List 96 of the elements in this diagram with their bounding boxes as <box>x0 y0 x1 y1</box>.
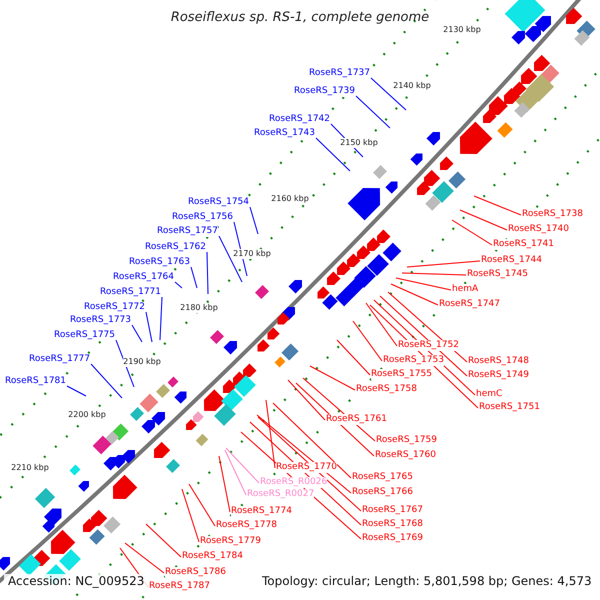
gene-label: RoseRS_1755 <box>371 369 432 380</box>
gene-label: RoseRS_1738 <box>522 209 583 220</box>
leader-line <box>234 222 248 276</box>
gene-label: RoseRS_1768 <box>362 519 423 530</box>
gene-label: RoseRS_1771 <box>100 287 161 298</box>
gene-label: RoseRS_1775 <box>54 330 115 341</box>
leader-line <box>218 236 242 282</box>
leader-line <box>146 312 152 342</box>
gene-label: RoseRS_1751 <box>479 402 540 413</box>
gene-label: RoseRS_R0027 <box>247 489 314 500</box>
scale-label: 2150 kbp <box>340 138 378 148</box>
leader-line <box>310 366 356 390</box>
gene-label: RoseRS_1737 <box>309 68 370 79</box>
leader-line <box>288 380 326 420</box>
scale-label: 2160 kbp <box>271 194 309 204</box>
leader-line <box>402 272 466 276</box>
gene-label: RoseRS_1741 <box>493 239 554 250</box>
gene-label: RoseRS_1774 <box>231 506 292 517</box>
leader-line <box>182 488 200 542</box>
leader-line <box>258 416 362 512</box>
gene-label: RoseRS_1770 <box>276 462 337 473</box>
leader-line <box>366 302 398 346</box>
gene-label: RoseRS_1759 <box>376 435 437 446</box>
gene-label: RoseRS_1756 <box>172 212 233 223</box>
scale-label: 2130 kbp <box>443 25 481 35</box>
gene-label: RoseRS_1767 <box>362 505 423 516</box>
leader-line <box>132 324 142 342</box>
gene-label: RoseRS_1760 <box>375 450 436 461</box>
leader-line <box>188 484 216 526</box>
leader-line <box>396 278 452 290</box>
gene-label: RoseRS_1754 <box>188 197 249 208</box>
gene-label: RoseRS_1784 <box>182 551 243 562</box>
gene-label: hemA <box>452 284 478 295</box>
leader-line <box>352 320 382 362</box>
gene-label: RoseRS_1742 <box>269 114 330 125</box>
gene-label: RoseRS_1753 <box>383 355 444 366</box>
gene-label: RoseRS_1745 <box>467 269 528 280</box>
gene-label: RoseRS_1769 <box>362 533 423 544</box>
leader-line <box>66 386 86 396</box>
gene-label: RoseRS_1763 <box>129 257 190 268</box>
scale-label: 2200 kbp <box>68 410 106 420</box>
gene-label: RoseRS_1787 <box>149 581 210 592</box>
leader-line <box>452 220 492 246</box>
leader-line <box>224 450 246 496</box>
gene-label: RoseRS_1779 <box>200 536 261 547</box>
map-title: Roseiflexus sp. RS-1, complete genome <box>170 10 430 26</box>
scale-label: 2140 kbp <box>393 81 431 91</box>
gene-label: RoseRS_1765 <box>352 472 413 483</box>
gene-label: RoseRS_1773 <box>70 315 131 326</box>
gene-label: RoseRS_1739 <box>294 86 355 97</box>
gene-label: RoseRS_1748 <box>468 356 529 367</box>
leader-line <box>406 260 480 268</box>
gene-label: RoseRS_1757 <box>157 226 218 237</box>
leader-line <box>266 400 276 468</box>
gene-label: RoseRS_1752 <box>398 340 459 351</box>
gene-label: RoseRS_1749 <box>468 370 529 381</box>
leader-line <box>124 542 164 574</box>
leader-line <box>356 96 390 128</box>
leader-line <box>336 340 370 376</box>
leader-line <box>190 266 198 288</box>
leader-line <box>206 252 208 294</box>
gene-label: RoseRS_1761 <box>326 414 387 425</box>
scale-label: 2180 kbp <box>180 303 218 313</box>
leader-line <box>160 296 162 340</box>
gene-label: RoseRS_1781 <box>5 376 66 387</box>
leader-line <box>90 364 122 398</box>
leader-line <box>460 210 508 230</box>
leader-line <box>226 448 260 484</box>
leader-line <box>370 78 406 110</box>
scale-label: 2170 kbp <box>233 249 271 259</box>
leader-line <box>316 138 350 172</box>
gene-label: RoseRS_1744 <box>481 255 542 266</box>
leader-line <box>146 524 182 558</box>
leader-line <box>380 296 468 376</box>
gene-label: RoseRS_1762 <box>145 242 206 253</box>
leader-line <box>474 196 522 216</box>
scale-label: 2210 kbp <box>11 463 49 473</box>
footer-text: Accession: NC_009523 <box>4 574 148 589</box>
leader-line <box>218 456 230 512</box>
gene-label: RoseRS_1786 <box>165 567 226 578</box>
leader-line <box>296 382 374 456</box>
gene-label: RoseRS_1743 <box>254 128 315 139</box>
gene-label: RoseRS_1740 <box>508 224 569 235</box>
gene-label: RoseRS_1778 <box>216 520 277 531</box>
gene-label: RoseRS_1758 <box>356 384 417 395</box>
leader-line <box>272 402 352 478</box>
leader-line <box>390 284 438 306</box>
gene-label: RoseRS_1772 <box>84 302 145 313</box>
gene-label: RoseRS_R0026 <box>260 477 328 488</box>
leader-line <box>174 282 182 288</box>
gene-label: RoseRS_1766 <box>352 487 413 498</box>
gene-label: RoseRS_1777 <box>29 354 90 365</box>
scale-label: 2190 kbp <box>123 357 161 367</box>
gene-label: RoseRS_1764 <box>113 272 174 283</box>
leader-line <box>250 206 258 234</box>
gene-label: RoseRS_1747 <box>439 299 500 310</box>
